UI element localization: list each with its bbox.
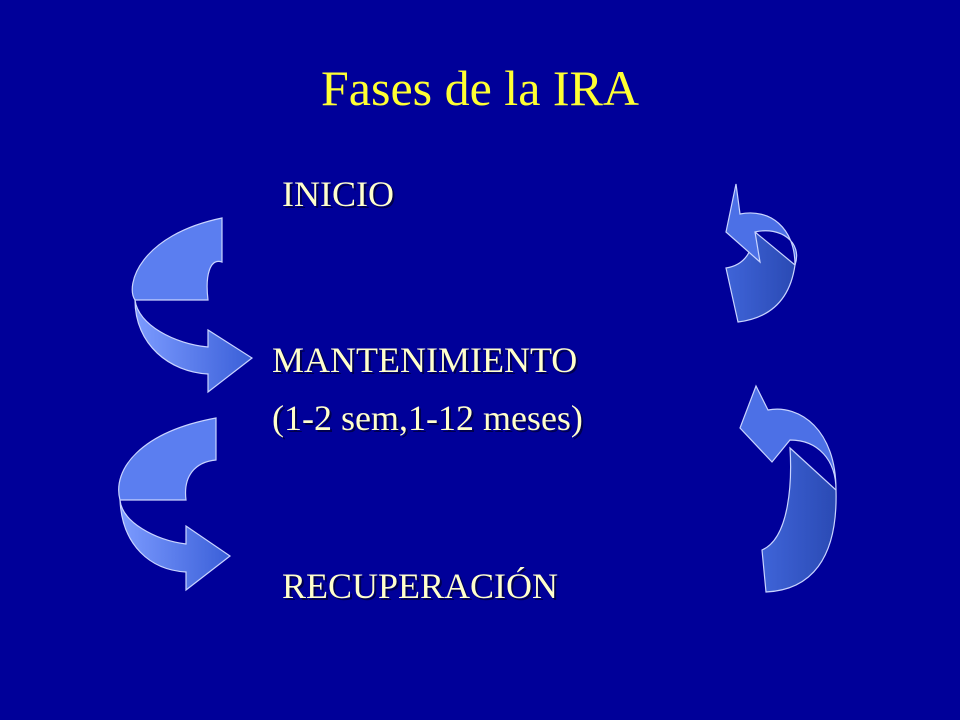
arrow-recovery-to-maintenance (739, 384, 837, 593)
slide-title: Fases de la IRA (321, 60, 639, 116)
phase-start-label: INICIO (282, 174, 394, 214)
phase-maintenance-duration: (1-2 sem,1-12 meses) (272, 398, 583, 438)
phase-maintenance-label: MANTENIMIENTO (272, 340, 578, 380)
phase-recovery-label: RECUPERACIÓN (282, 566, 559, 606)
arrow-maintenance-to-recovery (118, 417, 232, 592)
arrow-start-to-maintenance (131, 217, 254, 394)
arrow-maintenance-to-start (725, 183, 798, 323)
